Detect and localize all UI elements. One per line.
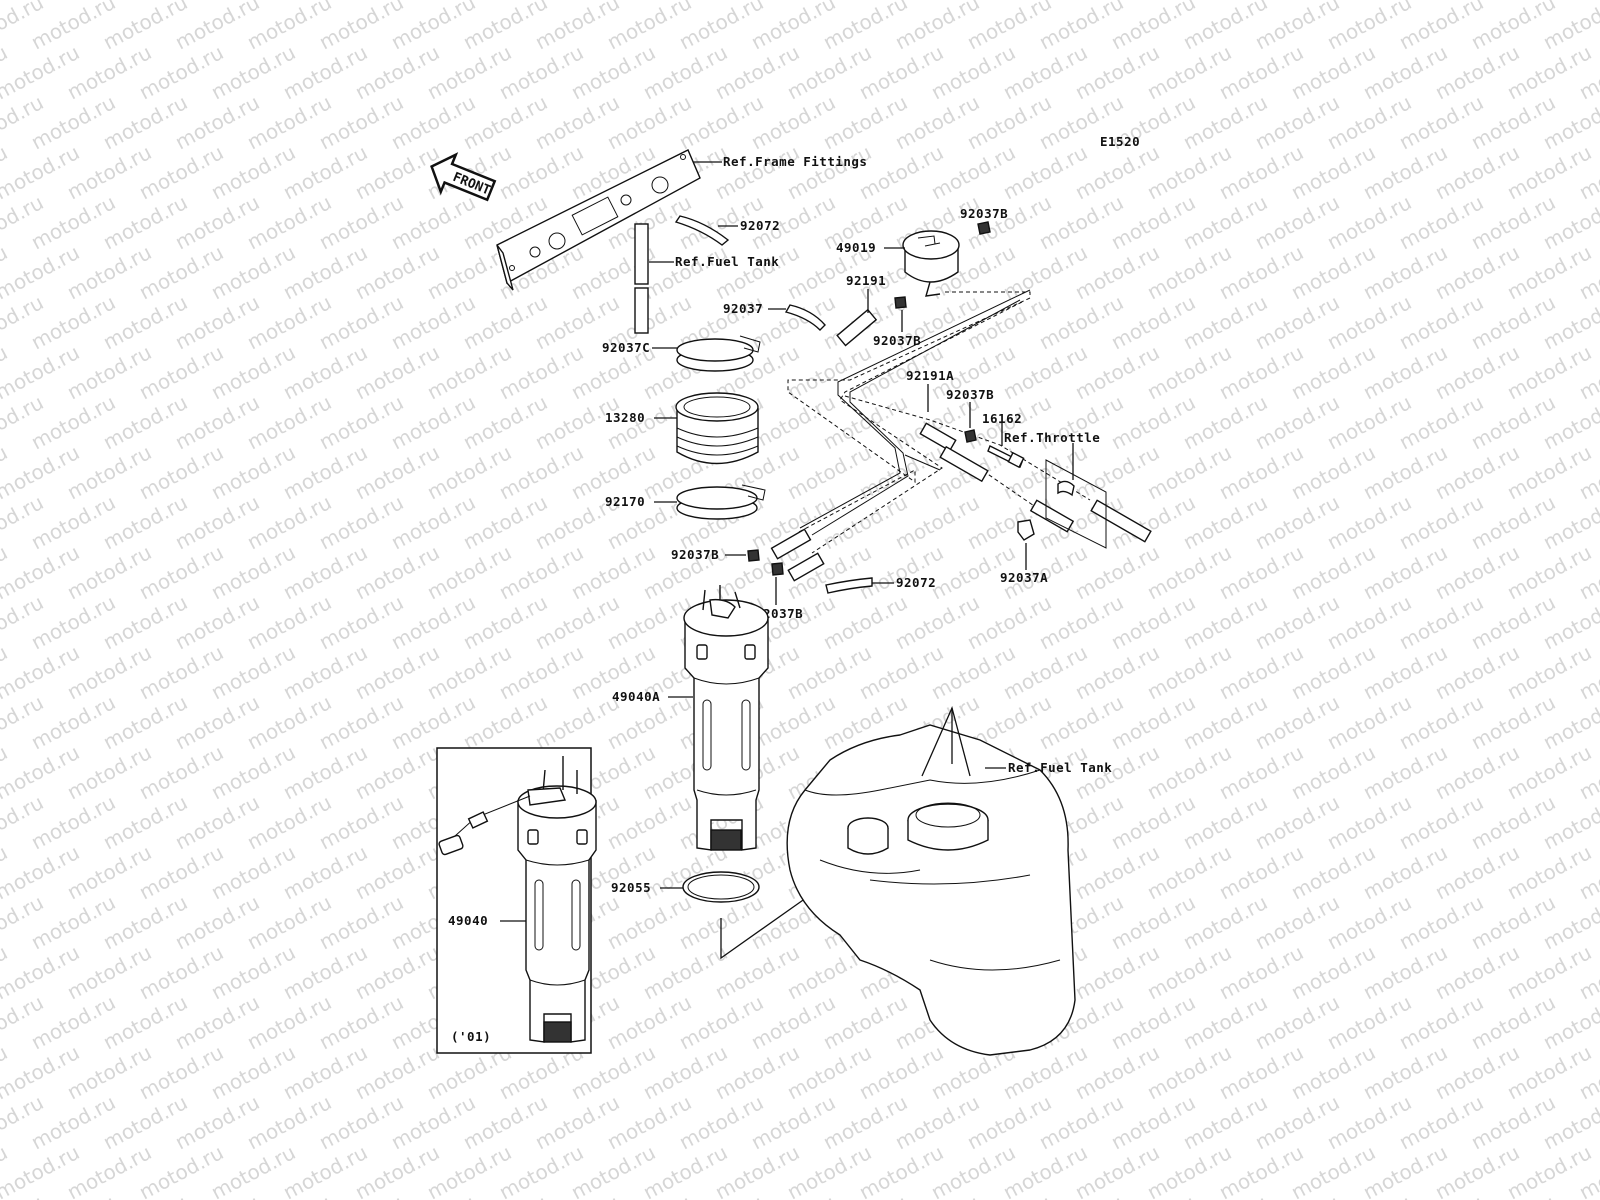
clip-92037A — [1017, 519, 1035, 541]
fuel-tank — [786, 724, 1076, 1056]
label-ref-fuel-tank-top: Ref.Fuel Tank — [675, 254, 779, 269]
figure-code: E1520 — [1100, 134, 1140, 149]
label-92037B-left: 92037B — [671, 547, 719, 562]
label-49040: 49040 — [448, 913, 488, 928]
label-92072-lower: 92072 — [896, 575, 936, 590]
throttle-ref-panel — [1045, 459, 1107, 549]
label-92170: 92170 — [605, 494, 645, 509]
coupler-13280 — [675, 392, 759, 465]
clip-92037B-left — [747, 549, 760, 562]
label-92191A: 92191A — [906, 368, 954, 383]
clip-92037B-mid — [894, 296, 907, 309]
label-92037B-top: 92037B — [960, 206, 1008, 221]
hose-mid — [939, 445, 989, 483]
watermark-text: motod.ru — [1575, 0, 1600, 4]
label-49019: 49019 — [836, 240, 876, 255]
clip-throttle — [1057, 480, 1075, 497]
hose-92191 — [836, 308, 878, 347]
label-49040A: 49040A — [612, 689, 660, 704]
hose-92191A — [919, 422, 957, 452]
label-ref-throttle: Ref.Throttle — [1004, 430, 1100, 445]
label-ref-frame-fittings: Ref.Frame Fittings — [723, 154, 867, 169]
label-13280: 13280 — [605, 410, 645, 425]
label-92037A: 92037A — [1000, 570, 1048, 585]
hose-vertical-upper — [634, 223, 649, 285]
clip-92037 — [784, 304, 826, 331]
front-arrow-icon: FRONT — [430, 152, 497, 202]
hose-piece-1 — [770, 528, 812, 560]
label-16162: 16162 — [982, 411, 1022, 426]
band-clamp-92037C — [676, 335, 761, 372]
fuel-pump-49040 — [438, 756, 597, 1043]
fitting-16162 — [987, 445, 1025, 469]
label-92191: 92191 — [846, 273, 886, 288]
clamp-92072-lower — [825, 577, 873, 594]
clip-92037B-right — [964, 429, 977, 443]
clip-92037B-top — [977, 221, 991, 235]
hose-piece-2 — [787, 552, 825, 582]
label-inset-year: ('01) — [451, 1029, 491, 1044]
hose-vertical-lower — [634, 287, 649, 334]
o-ring-92055 — [682, 871, 760, 903]
clip-92037B-lower — [771, 562, 784, 576]
label-92055: 92055 — [611, 880, 651, 895]
hose-92037A — [1029, 499, 1075, 533]
label-92037B-right: 92037B — [946, 387, 994, 402]
label-92037C: 92037C — [602, 340, 650, 355]
label-92072-top: 92072 — [740, 218, 780, 233]
clamp-92072-top — [674, 215, 730, 246]
fuel-filter-49019 — [902, 230, 960, 297]
label-92037B-mid: 92037B — [873, 333, 921, 348]
frame-bracket — [496, 149, 701, 291]
fuel-pump-49040A — [683, 585, 769, 851]
label-92037: 92037 — [723, 301, 763, 316]
label-ref-fuel-tank-bottom: Ref.Fuel Tank — [1008, 760, 1112, 775]
band-clamp-92170 — [676, 484, 766, 520]
